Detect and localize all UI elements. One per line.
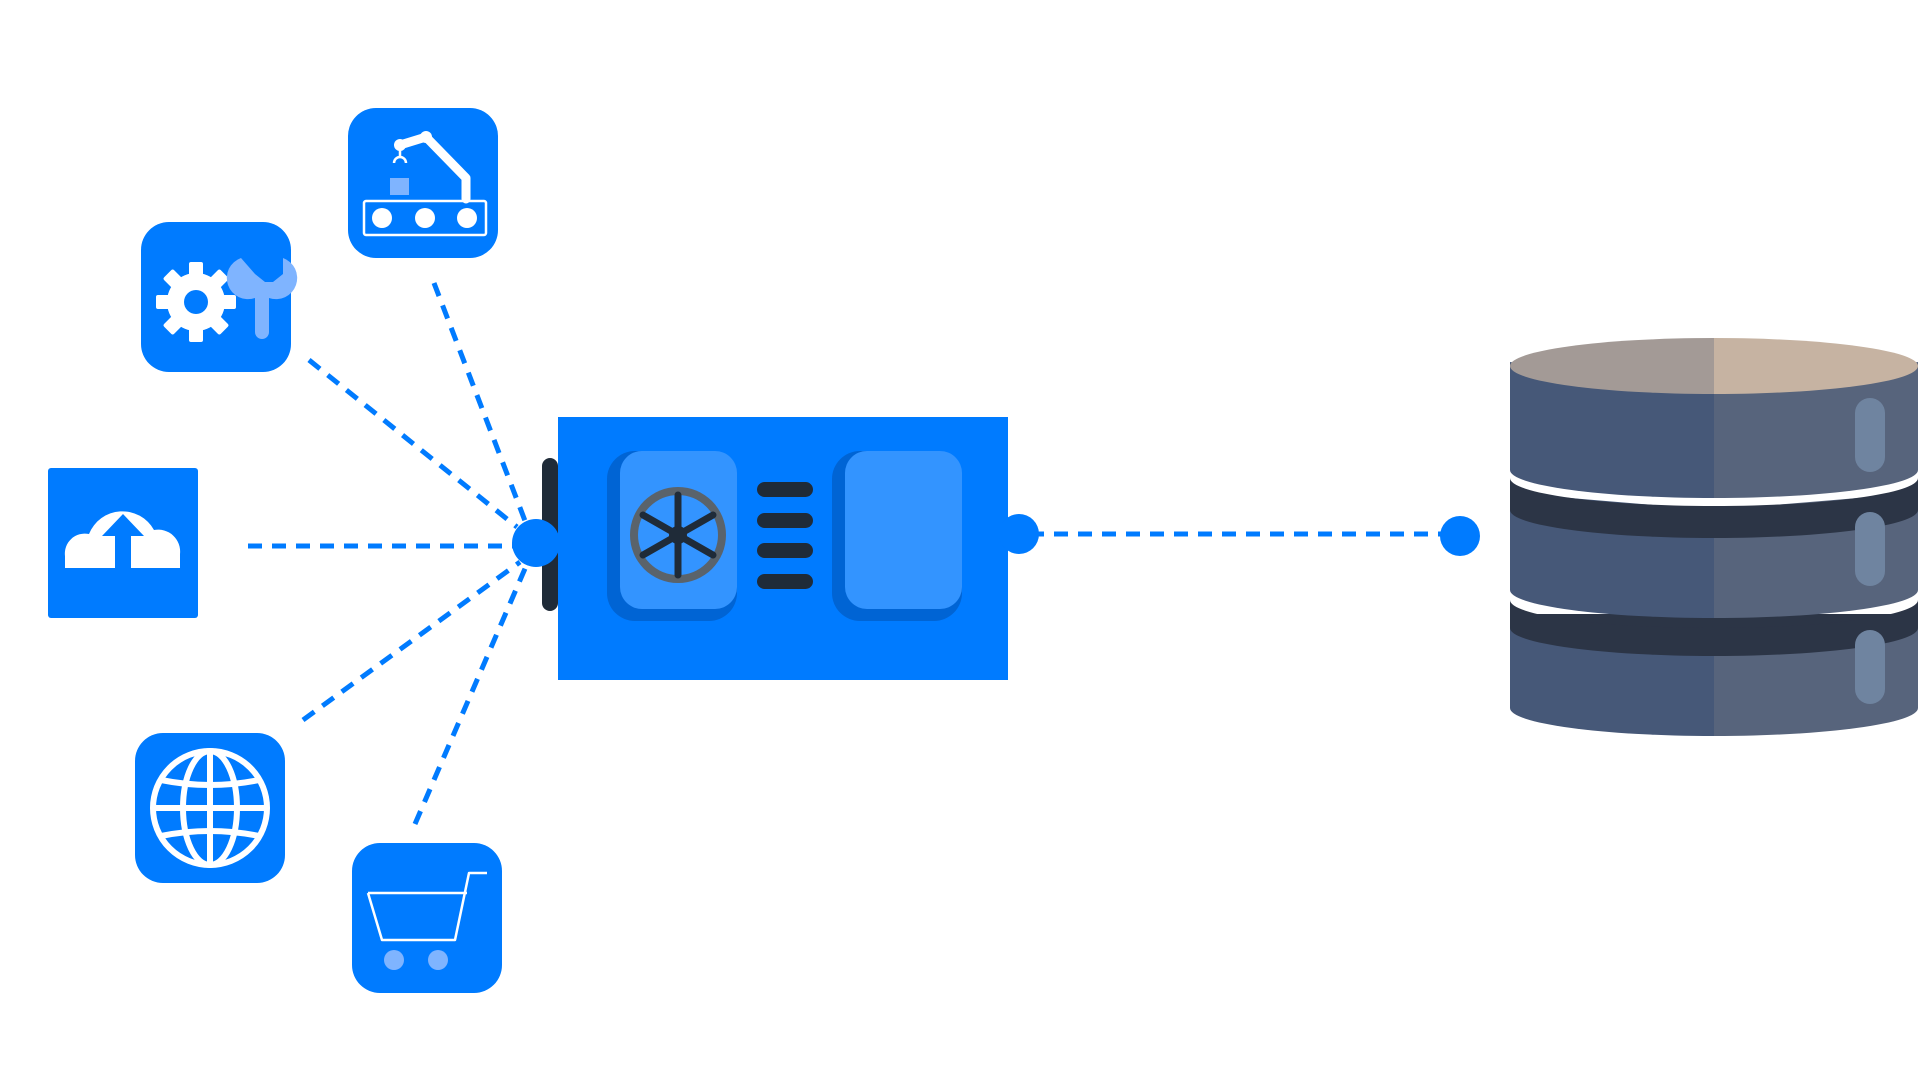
engine-output-port [999, 514, 1039, 554]
connector-gear [307, 358, 519, 529]
connector-robot [431, 282, 530, 527]
database-highlight [1855, 398, 1885, 472]
connectors [248, 282, 1455, 825]
database-icon [1510, 338, 1918, 736]
gear-wrench-icon [141, 222, 298, 372]
wheel-icon [630, 487, 726, 583]
connector-globe [301, 559, 522, 723]
database-highlight [1855, 512, 1885, 586]
shopping-cart-icon [352, 843, 502, 993]
robot-arm-assembly-icon [348, 108, 498, 258]
engine-right-module [832, 451, 962, 621]
cloud-upload-icon [48, 468, 198, 618]
connector-cart [412, 563, 530, 825]
engine-wheel-module [607, 451, 737, 621]
globe-icon [135, 733, 285, 883]
engine-vent-lines [757, 482, 813, 589]
database-input-port [1440, 516, 1480, 556]
engine-input-port [512, 519, 560, 567]
integration-engine [512, 417, 1039, 680]
database-highlight [1855, 630, 1885, 704]
